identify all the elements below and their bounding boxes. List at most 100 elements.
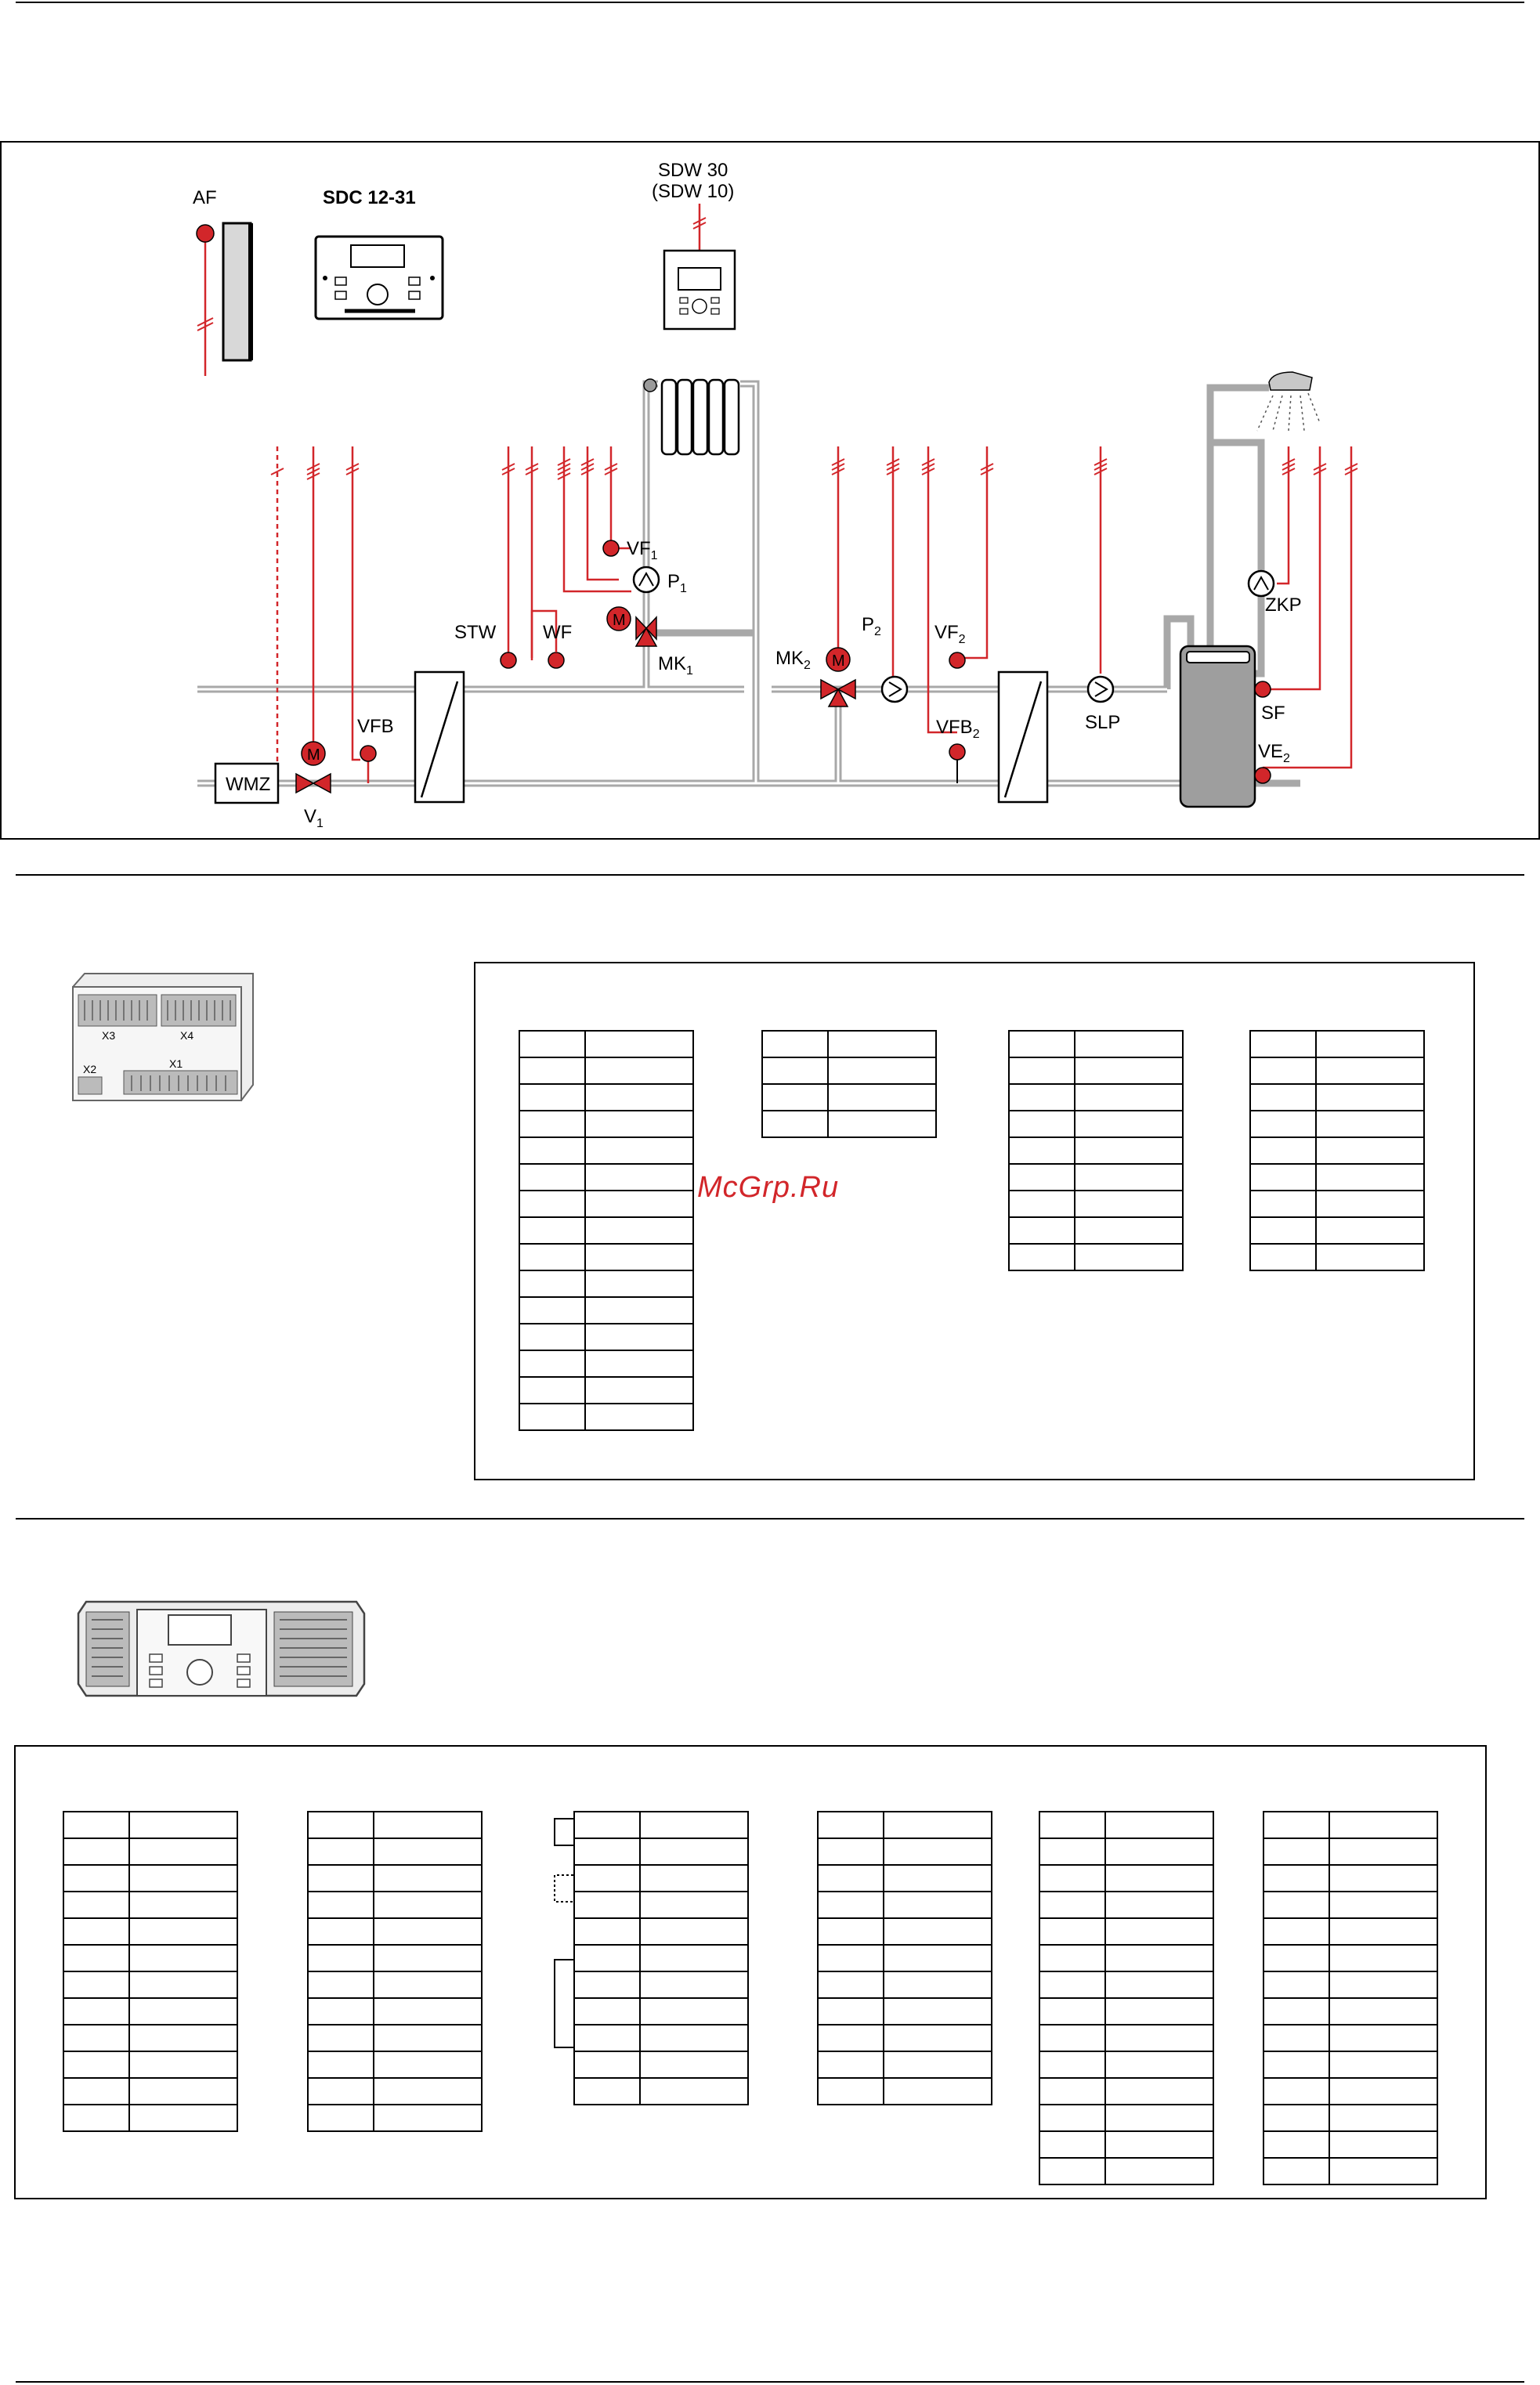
terminal-cell (817, 2024, 884, 2052)
function-cell (1329, 2077, 1438, 2105)
mixing-valve-mk1: M (606, 606, 658, 647)
terminal-cell (519, 1136, 586, 1165)
terminal-cell (1249, 1243, 1317, 1271)
controller-module-table-row (63, 1864, 238, 1892)
terminal-module-table-row (1008, 1083, 1184, 1111)
controller-module-table-row (817, 1997, 992, 2025)
controller-module-table-row (1039, 1864, 1214, 1892)
sensor-stw (500, 652, 517, 669)
terminal-module-table-row (519, 1216, 694, 1245)
terminal-cell (519, 1350, 586, 1378)
function-cell (827, 1083, 937, 1111)
function-cell (1329, 1944, 1438, 1972)
terminal-cell (817, 1971, 884, 1999)
label-p1: P1 (667, 571, 687, 595)
label-x3: X3 (102, 1029, 115, 1042)
terminal-cell (63, 1891, 130, 1919)
terminal-cell (1008, 1190, 1075, 1218)
sensor-wf (548, 652, 565, 669)
heat-meter-wmz (214, 762, 280, 804)
terminal-cell (1263, 1811, 1330, 1839)
terminal-module-table-row (519, 1030, 694, 1058)
terminal-cell (63, 1917, 130, 1946)
terminal-cell (519, 1030, 586, 1058)
label-vf2: VF2 (934, 622, 966, 646)
terminal-cell (307, 2051, 374, 2079)
function-cell (128, 2077, 238, 2105)
controller-module-table-row (1039, 1811, 1214, 1839)
section-rule-2 (16, 1518, 1524, 1520)
controller-module-table-row (63, 2104, 238, 2132)
controller-module-table-row (63, 1997, 238, 2025)
terminal-module-table-row (519, 1190, 694, 1218)
function-cell (1329, 1997, 1438, 2025)
terminal-module-table-row (1249, 1136, 1425, 1165)
function-cell (373, 1917, 483, 1946)
terminal-cell (761, 1030, 829, 1058)
terminal-cell (307, 1944, 374, 1972)
controller-module-table-row (573, 2077, 749, 2105)
terminal-cell (1008, 1110, 1075, 1138)
terminal-module-table-row (761, 1110, 937, 1138)
terminal-module-table-row (519, 1083, 694, 1111)
terminal-cell (63, 1838, 130, 1866)
label-x1: X1 (169, 1057, 183, 1070)
terminal-module-table-row (1008, 1216, 1184, 1245)
function-cell (1104, 1811, 1214, 1839)
terminal-cell (519, 1323, 586, 1351)
terminal-cell (63, 1944, 130, 1972)
terminal-module-table-row (1008, 1163, 1184, 1191)
controller-module-table-row (63, 2051, 238, 2079)
function-cell (1329, 2130, 1438, 2159)
controller-module-table-row (573, 1864, 749, 1892)
label-mk2: MK2 (775, 648, 811, 672)
controller-module-table-row (817, 1944, 992, 1972)
function-cell (584, 1190, 694, 1218)
function-cell (584, 1296, 694, 1324)
function-cell (584, 1163, 694, 1191)
terminal-cell (1008, 1163, 1075, 1191)
terminal-cell (307, 1838, 374, 1866)
function-cell (1074, 1110, 1184, 1138)
label-vf1: VF1 (627, 538, 658, 562)
controller-module-table-row (1263, 2077, 1438, 2105)
controller-module-table-4 (817, 1811, 992, 2105)
section-rule-1 (16, 874, 1524, 876)
controller-module-table-row (1263, 2130, 1438, 2159)
terminal-cell (1039, 1838, 1106, 1866)
terminal-cell (1263, 1971, 1330, 1999)
pump-slp (1086, 675, 1115, 703)
terminal-cell (519, 1376, 586, 1404)
controller-module-table-row (817, 2077, 992, 2105)
terminal-cell (1039, 2077, 1106, 2105)
function-cell (373, 1891, 483, 1919)
terminal-module-table-row (1249, 1163, 1425, 1191)
function-cell (1315, 1057, 1425, 1085)
terminal-cell (307, 2104, 374, 2132)
terminal-module-table-row (519, 1110, 694, 1138)
terminal-cell (817, 1944, 884, 1972)
label-x2: X2 (83, 1063, 96, 1075)
terminal-cell (817, 2051, 884, 2079)
terminal-cell (1263, 1997, 1330, 2025)
sensor-vf1 (602, 540, 620, 557)
terminal-module-table-row (761, 1083, 937, 1111)
terminal-cell (817, 1917, 884, 1946)
terminal-module-table-row (1008, 1190, 1184, 1218)
watermark: McGrp.Ru (697, 1171, 840, 1204)
function-cell (639, 1917, 749, 1946)
controller-module-table-row (307, 2024, 483, 2052)
sensor-ve2 (1254, 767, 1271, 784)
terminal-cell (573, 1944, 641, 1972)
terminal-cell (519, 1216, 586, 1245)
controller-module-table-row (1263, 1811, 1438, 1839)
controller-module-table-row (1039, 1838, 1214, 1866)
function-cell (639, 2051, 749, 2079)
function-cell (1074, 1136, 1184, 1165)
terminal-cell (1263, 1944, 1330, 1972)
terminal-cell (307, 1811, 374, 1839)
controller-module-table-row (307, 1917, 483, 1946)
terminal-cell (1249, 1057, 1317, 1085)
function-cell (639, 1891, 749, 1919)
terminal-module-table-2 (761, 1030, 937, 1138)
